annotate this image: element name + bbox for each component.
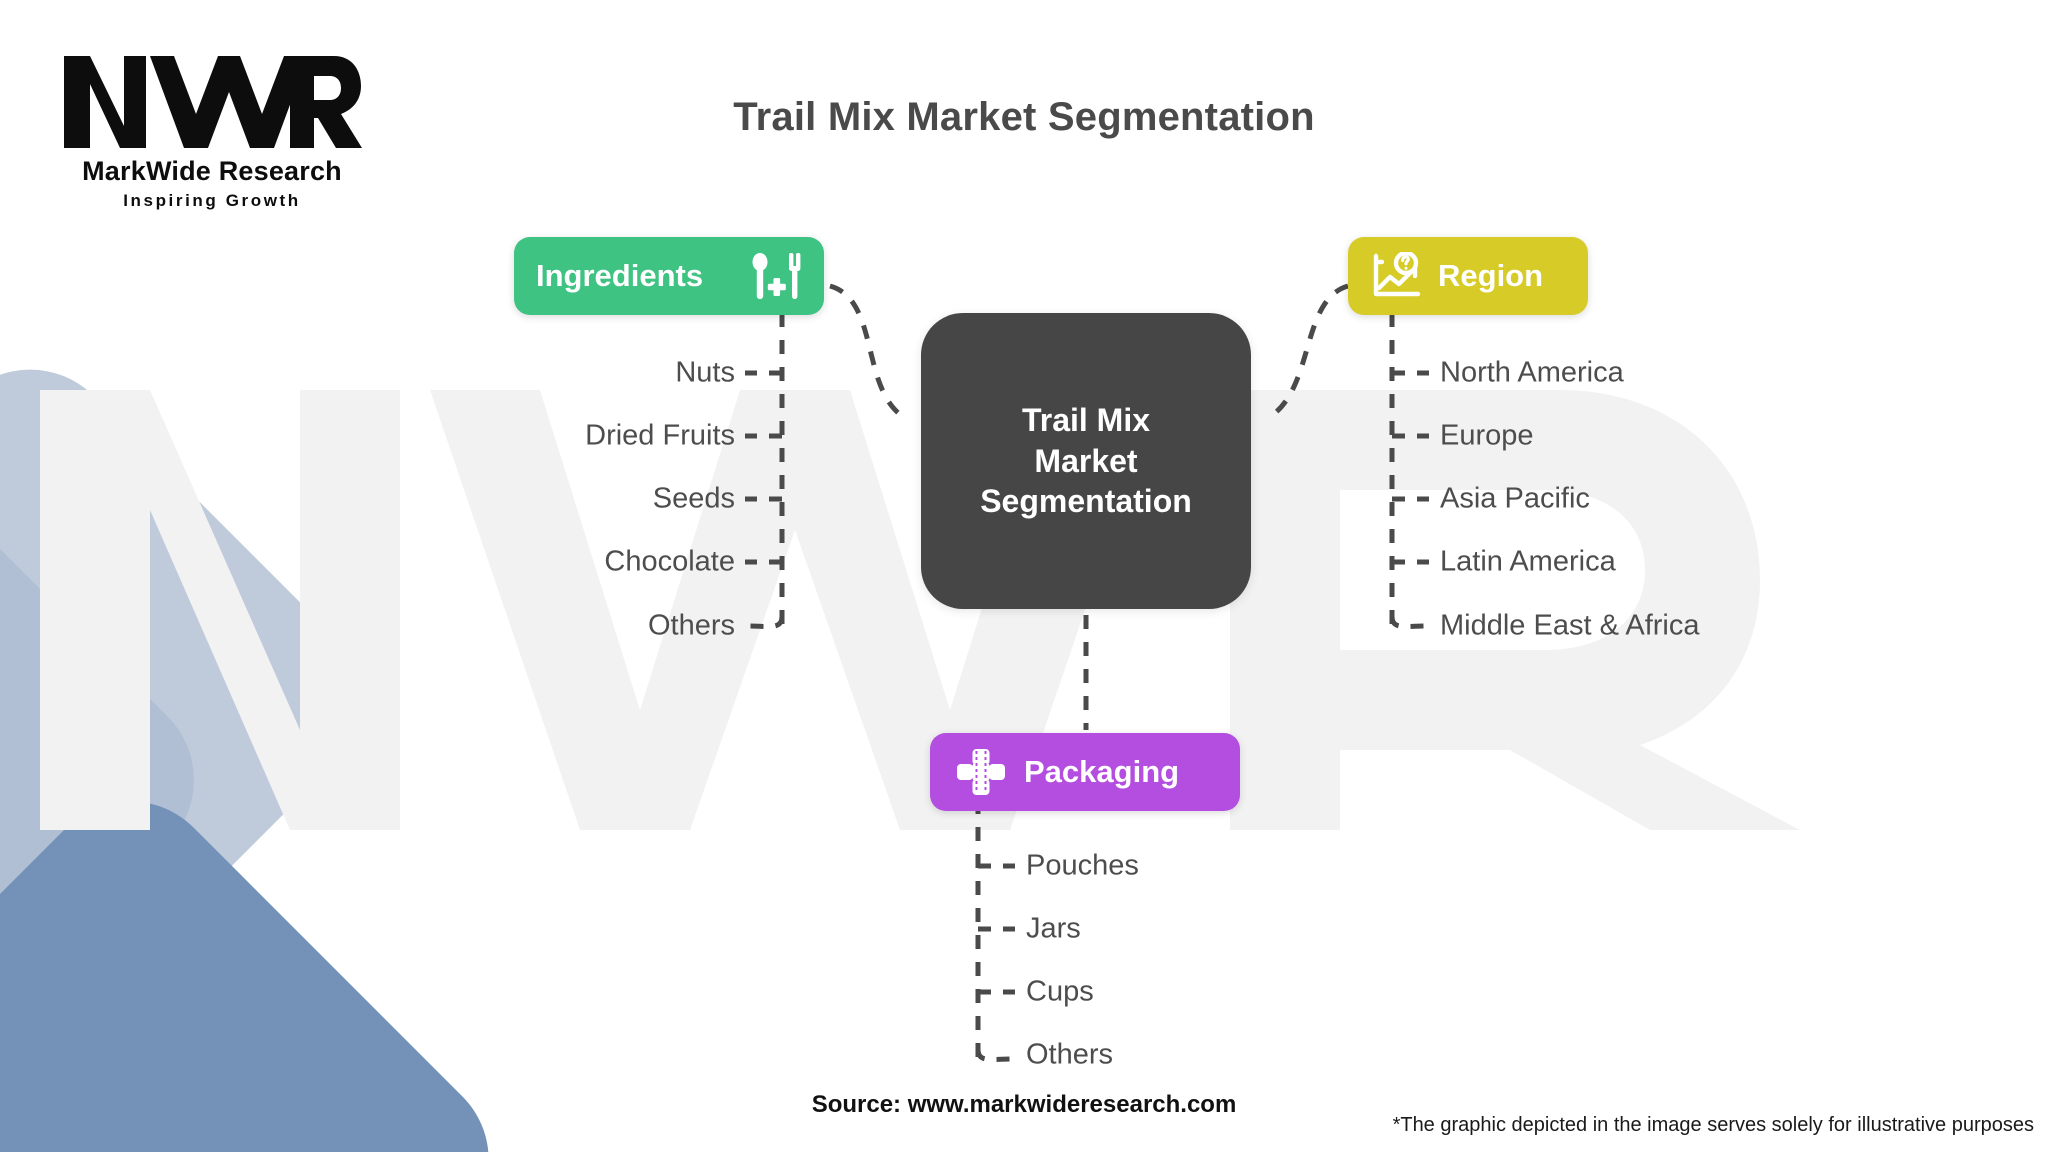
leaf-ingredients-0: Nuts [675,356,735,389]
connector-ingredients-to-center [829,283,907,421]
leaf-region-1: Europe [1440,419,1534,452]
center-node-line-1: Trail Mix [1021,401,1151,438]
leaf-packaging-2: Cups [1026,975,1094,1008]
center-node: Trail Mix Market Segmentation [921,313,1251,609]
leaf-region-2: Asia Pacific [1440,482,1590,515]
chart-question-icon [1370,252,1422,300]
leaf-region-0: North America [1440,356,1624,389]
branch-badge-region[interactable]: Region [1348,237,1588,315]
stub-region-5 [1389,615,1430,630]
brand-tagline: Inspiring Growth [123,191,301,210]
center-node-label: Trail Mix Market Segmentation [980,400,1192,523]
leaf-packaging-0: Pouches [1026,849,1139,882]
brand-logo: MarkWide Research Inspiring Growth [62,52,362,211]
branch-label-region: Region [1438,258,1544,293]
leaf-ingredients-1: Dried Fruits [585,419,735,452]
leaf-packaging-1: Jars [1026,912,1081,945]
center-node-line-3: Segmentation [980,483,1192,520]
package-box-icon [956,747,1006,797]
leaf-packaging-3: Others [1026,1038,1114,1071]
branch-label-packaging: Packaging [1024,754,1180,789]
fork-spoon-plus-icon [750,251,802,301]
leaf-ingredients-3: Chocolate [604,545,735,578]
stub-packaging-4 [975,1048,1016,1063]
leaf-region-3: Latin America [1440,545,1616,578]
brand-name: MarkWide Research [82,156,342,186]
source-line: Source: www.markwideresearch.com [811,1091,1237,1118]
connector-region-to-center [1266,283,1349,421]
branch-badge-packaging[interactable]: Packaging [930,733,1240,811]
branch-label-ingredients: Ingredients [536,258,704,293]
leaf-ingredients-2: Seeds [652,482,735,515]
page-title: Trail Mix Market Segmentation [733,95,1315,139]
center-node-line-2: Market [1034,442,1138,479]
branch-badge-ingredients[interactable]: Ingredients [514,237,824,315]
leaf-region-4: Middle East & Africa [1440,609,1700,642]
disclaimer-note: *The graphic depicted in the image serve… [1392,1114,2034,1136]
mwr-logo-mark [64,56,362,148]
stub-ingredients-5 [744,615,785,630]
leaf-ingredients-4: Others [647,609,735,642]
